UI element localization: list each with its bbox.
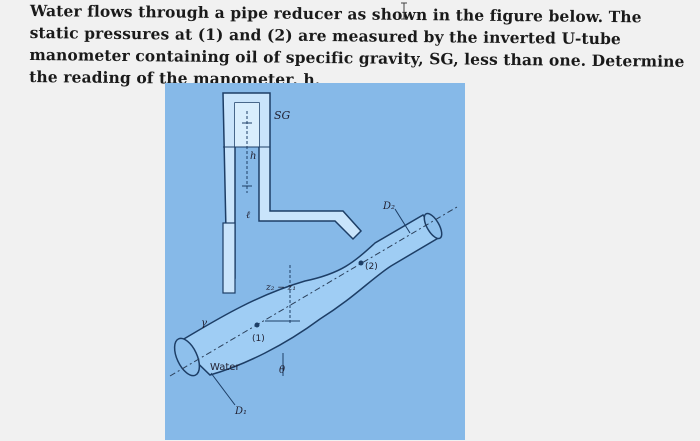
pipe-inlet-end bbox=[173, 337, 201, 377]
d2-dimension-line bbox=[394, 208, 411, 234]
l-label: ℓ bbox=[246, 210, 250, 221]
figure-background bbox=[165, 83, 465, 440]
pipe-outlet-end bbox=[423, 212, 443, 240]
point-2-label: (2) bbox=[365, 262, 378, 272]
text-cursor-icon bbox=[401, 2, 407, 20]
point-1-marker bbox=[254, 322, 260, 328]
oil-column bbox=[235, 103, 259, 147]
water-label: Water bbox=[210, 362, 240, 373]
pipe-reducer-figure: SG h ℓ D₂ (2) z₂ − z₁ γ (1) Water θ D₁ bbox=[165, 83, 465, 440]
point-1-label: (1) bbox=[252, 334, 265, 344]
pipe-reducer-diagram: SG h ℓ D₂ (2) z₂ − z₁ γ (1) Water θ D₁ bbox=[165, 83, 465, 440]
z-difference-label: z₂ − z₁ bbox=[265, 283, 296, 293]
sg-label: SG bbox=[274, 109, 291, 122]
d2-label: D₂ bbox=[382, 201, 395, 212]
point-2-marker bbox=[358, 260, 364, 266]
manometer-left-leg bbox=[222, 222, 236, 294]
gamma-label: γ bbox=[201, 318, 207, 329]
theta-label: θ bbox=[279, 365, 285, 376]
problem-statement: Water flows through a pipe reducer as sh… bbox=[29, 0, 685, 90]
d1-dimension-line bbox=[210, 372, 236, 406]
d1-label: D₁ bbox=[234, 406, 247, 417]
h-label: h bbox=[250, 151, 256, 162]
